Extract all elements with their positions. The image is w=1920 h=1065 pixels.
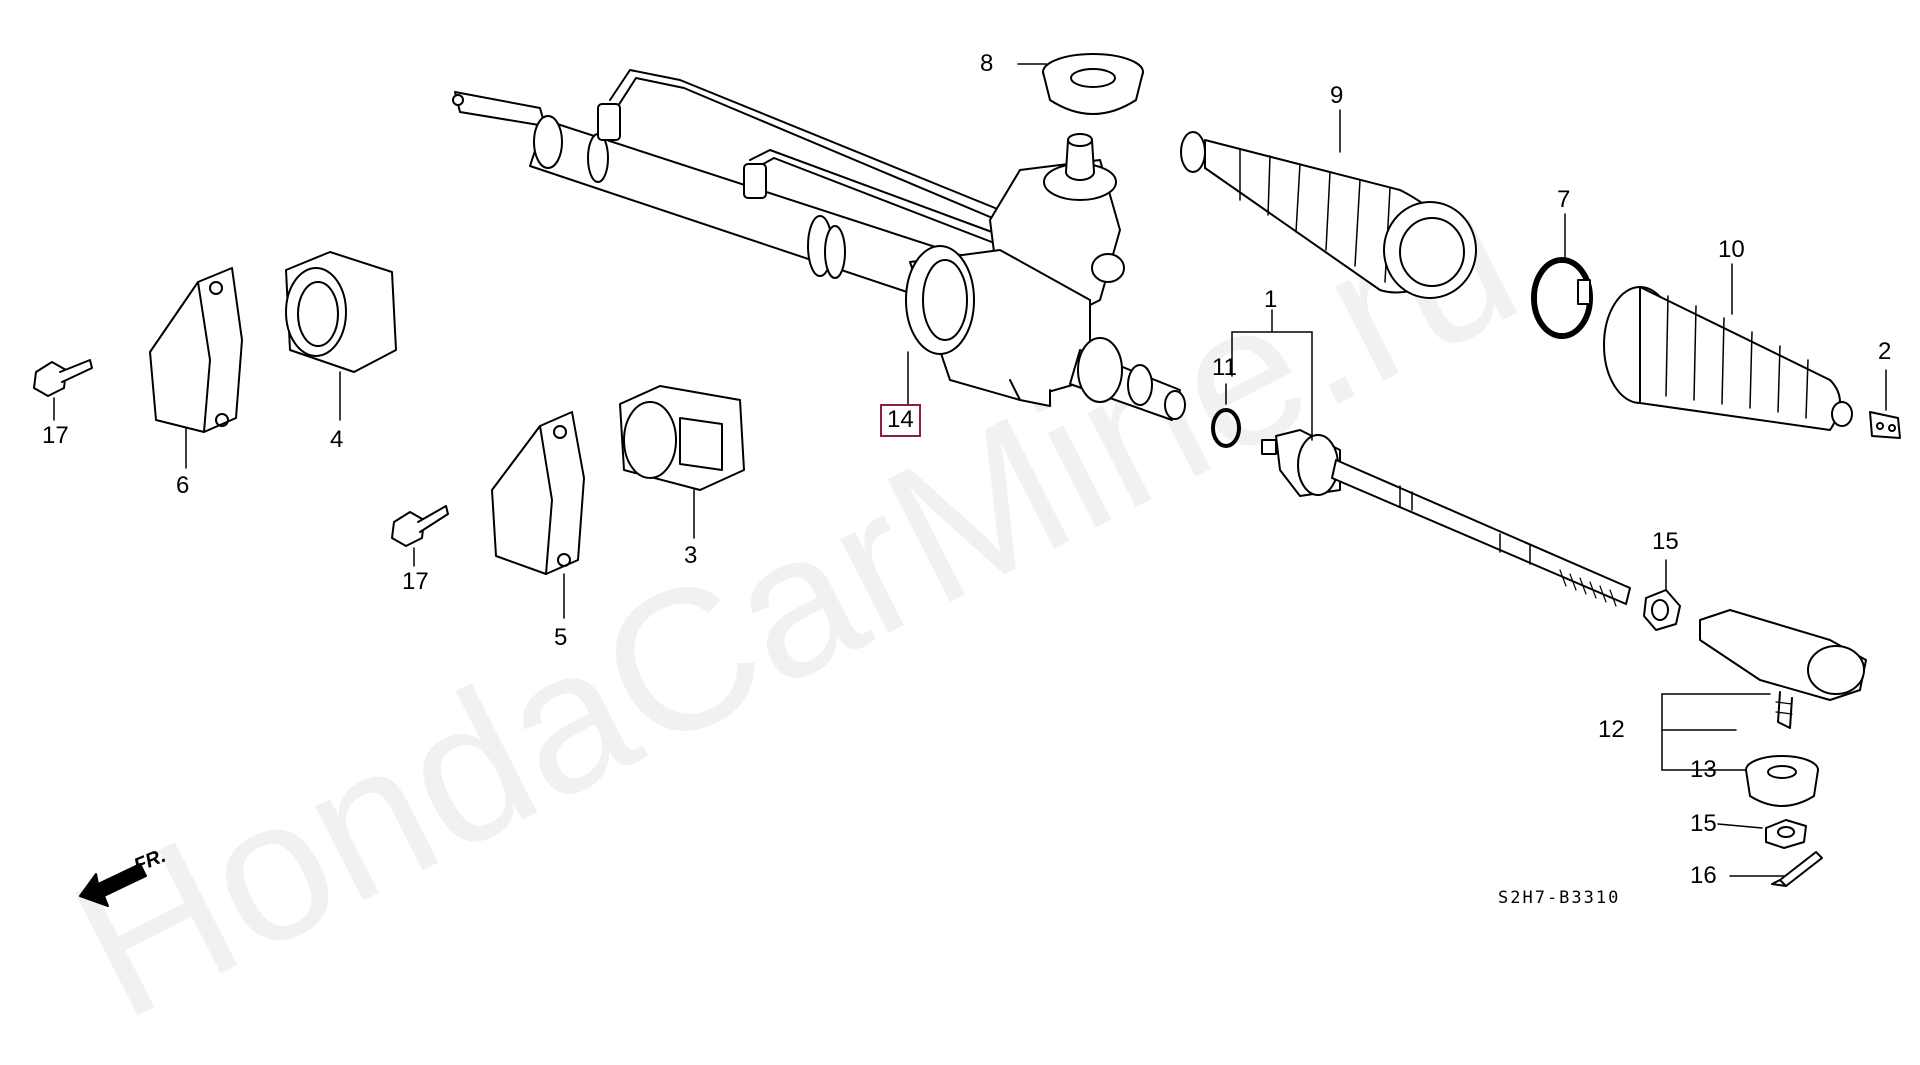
callout-11[interactable]: 11 <box>1212 354 1237 381</box>
dust-seal-drawing <box>1745 755 1819 807</box>
callout-15-upper[interactable]: 15 <box>1652 528 1679 555</box>
diagram-code: S2H7-B3310 <box>1498 888 1621 908</box>
nut-upper-drawing <box>1643 589 1681 631</box>
callout-1[interactable]: 1 <box>1264 286 1278 313</box>
bolt-17-middle-drawing <box>391 505 449 547</box>
callout-3[interactable]: 3 <box>684 542 698 569</box>
callout-15-lower[interactable]: 15 <box>1690 810 1717 837</box>
parts-diagram: HondaCarMine.ru <box>33 50 1901 1061</box>
tie-rod-drawing <box>1261 429 1631 607</box>
leader-lines <box>53 63 1887 877</box>
bushing-3-drawing <box>619 385 745 491</box>
callout-4[interactable]: 4 <box>330 426 344 453</box>
callout-17-left[interactable]: 17 <box>42 422 69 449</box>
bracket-5-drawing <box>491 411 585 575</box>
bracket-6-drawing <box>149 267 243 433</box>
callout-10[interactable]: 10 <box>1718 236 1745 263</box>
callout-9[interactable]: 9 <box>1330 82 1344 109</box>
callout-7[interactable]: 7 <box>1557 186 1571 213</box>
bushing-4-drawing <box>285 251 397 373</box>
lock-washer-drawing <box>1211 408 1241 448</box>
callout-17-middle[interactable]: 17 <box>402 568 429 595</box>
cotter-pin-drawing <box>1771 851 1823 887</box>
boot-upper-drawing <box>1180 131 1477 299</box>
front-direction-arrow <box>79 863 147 907</box>
callout-6[interactable]: 6 <box>176 472 190 499</box>
callout-5[interactable]: 5 <box>554 624 568 651</box>
callout-2[interactable]: 2 <box>1878 338 1892 365</box>
pinion-seal-drawing <box>1042 53 1144 115</box>
boot-clip-drawing <box>1869 411 1901 439</box>
callout-16[interactable]: 16 <box>1690 862 1717 889</box>
callout-13[interactable]: 13 <box>1690 756 1717 783</box>
boot-lower-drawing <box>1603 286 1853 431</box>
steering-rack-drawing <box>452 69 1186 421</box>
nut-lower-drawing <box>1765 819 1807 849</box>
boot-clamp-drawing <box>1531 257 1593 339</box>
callout-8[interactable]: 8 <box>980 50 994 77</box>
callout-12[interactable]: 12 <box>1598 716 1625 743</box>
tie-rod-end-drawing <box>1699 609 1867 729</box>
bolt-17-left-drawing <box>33 359 93 397</box>
diagram-drawing <box>33 53 1901 907</box>
callout-14[interactable]: 14 <box>880 404 921 437</box>
